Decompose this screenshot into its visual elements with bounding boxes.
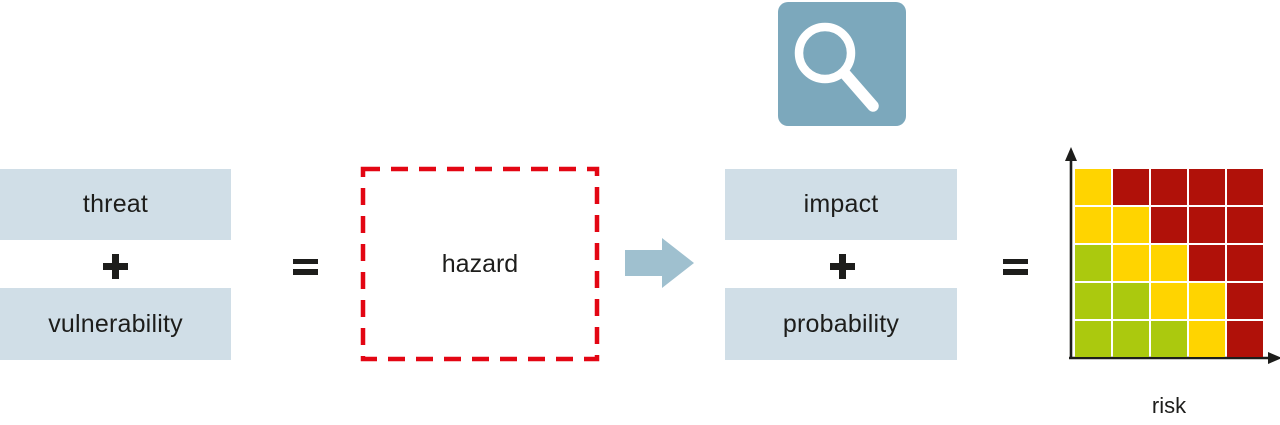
equals-operator-right bbox=[1002, 258, 1028, 275]
risk-cell-green bbox=[1113, 321, 1149, 357]
plus-operator-right bbox=[829, 253, 855, 279]
risk-cell-green bbox=[1075, 245, 1111, 281]
plus-icon bbox=[829, 253, 855, 279]
risk-cell-yellow bbox=[1075, 169, 1111, 205]
risk-cell-red bbox=[1151, 207, 1187, 243]
risk-cell-red bbox=[1151, 169, 1187, 205]
risk-cell-green bbox=[1113, 283, 1149, 319]
impact-box: impact bbox=[725, 169, 957, 240]
vulnerability-box: vulnerability bbox=[0, 288, 231, 360]
risk-cell-green bbox=[1151, 321, 1187, 357]
risk-cell-red bbox=[1227, 283, 1263, 319]
equals-icon bbox=[292, 258, 318, 275]
risk-matrix-grid bbox=[1075, 169, 1263, 357]
right-arrow-icon bbox=[625, 238, 694, 288]
risk-cell-yellow bbox=[1189, 321, 1225, 357]
hazard-box: hazard bbox=[360, 166, 600, 362]
risk-cell-red bbox=[1113, 169, 1149, 205]
risk-label: risk bbox=[1151, 393, 1187, 418]
risk-cell-red bbox=[1189, 169, 1225, 205]
risk-cell-yellow bbox=[1189, 283, 1225, 319]
risk-cell-red bbox=[1227, 169, 1263, 205]
risk-cell-red bbox=[1227, 245, 1263, 281]
probability-label: probability bbox=[782, 309, 900, 338]
risk-axes bbox=[1065, 147, 1280, 364]
equals-operator-left bbox=[292, 258, 318, 275]
risk-cell-red bbox=[1189, 207, 1225, 243]
risk-cell-yellow bbox=[1151, 245, 1187, 281]
threat-box: threat bbox=[0, 169, 231, 240]
plus-icon bbox=[102, 253, 128, 279]
hazard-label: hazard bbox=[441, 249, 519, 278]
risk-cell-green bbox=[1075, 283, 1111, 319]
risk-cell-yellow bbox=[1113, 207, 1149, 243]
risk-cell-red bbox=[1189, 245, 1225, 281]
hazard-dashed-border bbox=[360, 166, 600, 362]
impact-label: impact bbox=[803, 190, 879, 218]
probability-box: probability bbox=[725, 288, 957, 360]
magnifier-icon bbox=[778, 2, 906, 126]
risk-cell-yellow bbox=[1113, 245, 1149, 281]
magnifier-glyph bbox=[794, 22, 879, 112]
risk-cell-red bbox=[1227, 321, 1263, 357]
vulnerability-label: vulnerability bbox=[48, 309, 183, 338]
threat-label: threat bbox=[82, 190, 149, 218]
equals-icon bbox=[1002, 258, 1028, 275]
risk-cell-yellow bbox=[1075, 207, 1111, 243]
plus-operator-left bbox=[102, 253, 128, 279]
risk-cell-red bbox=[1227, 207, 1263, 243]
risk-cell-green bbox=[1075, 321, 1111, 357]
risk-cell-yellow bbox=[1151, 283, 1187, 319]
